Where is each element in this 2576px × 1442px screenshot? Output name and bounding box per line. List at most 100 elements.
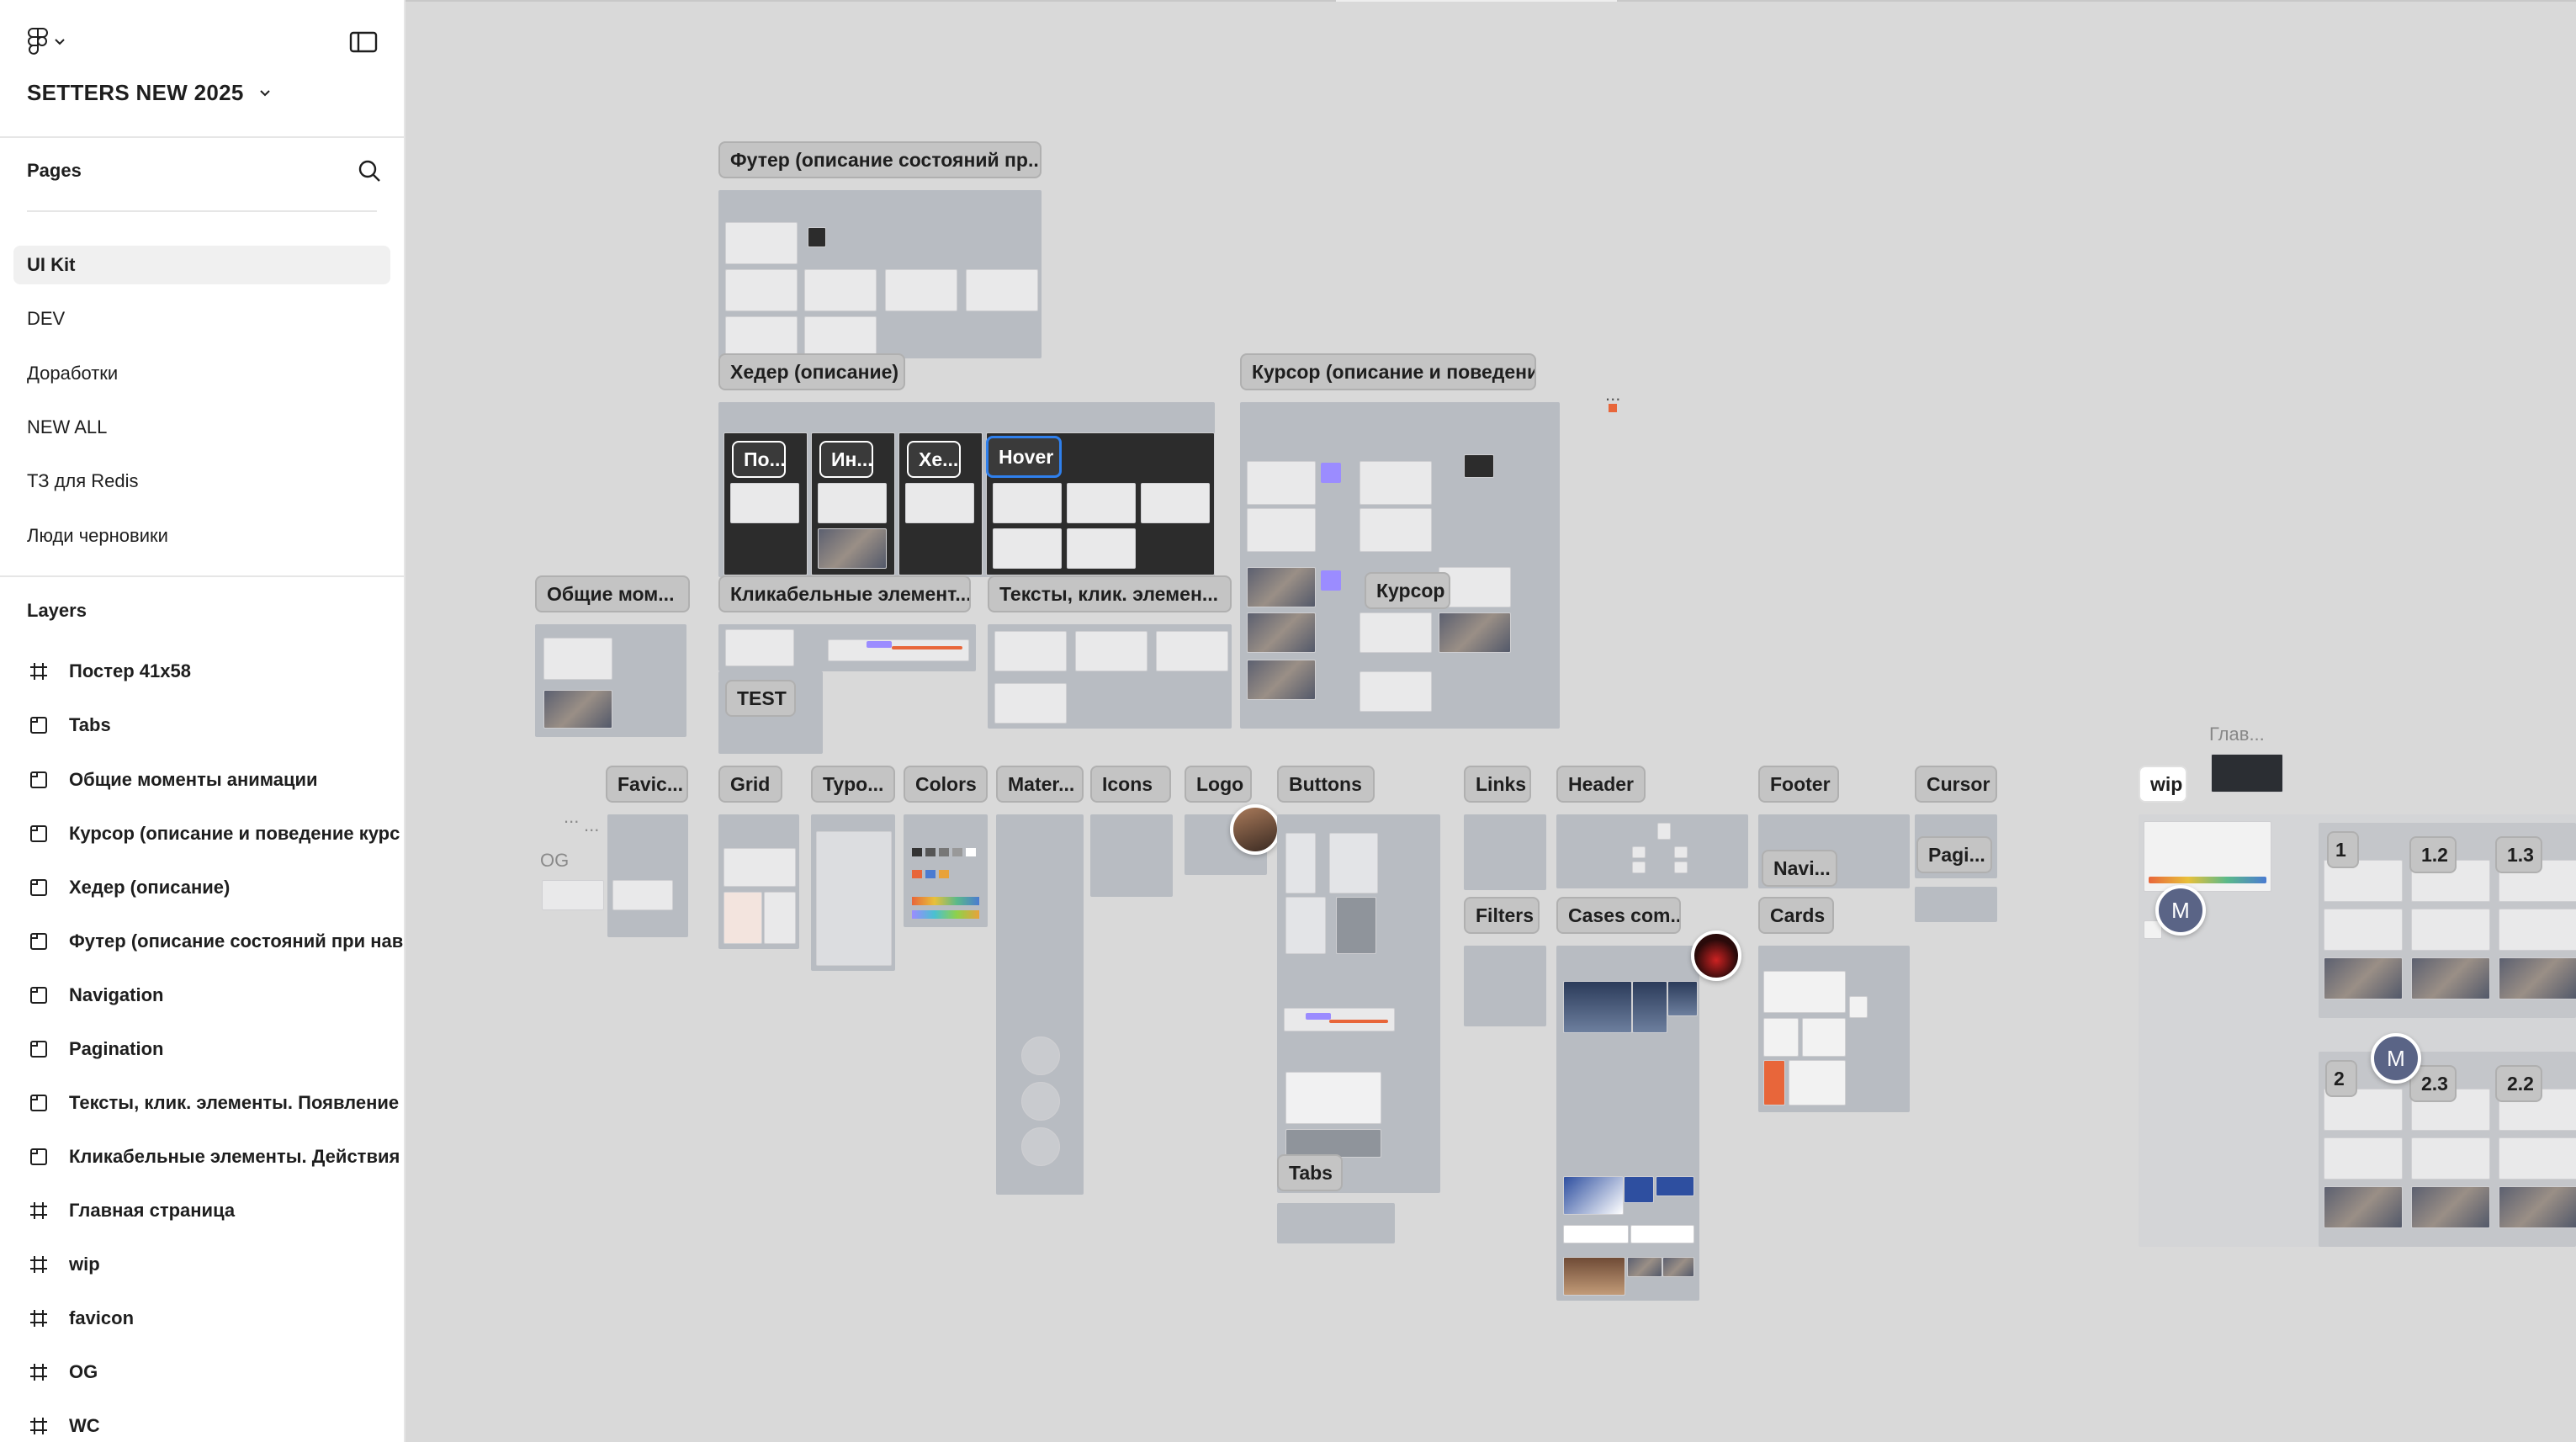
section-favicon[interactable] — [607, 814, 688, 937]
section-label-clickable[interactable]: Кликабельные элемент... — [718, 575, 971, 612]
section-pagination[interactable] — [1915, 887, 1997, 922]
ellipsis-label[interactable]: ... — [584, 814, 600, 835]
frame-label-main-page[interactable]: Глав... — [2209, 724, 2265, 745]
page-item-dorabotki[interactable]: Доработки — [13, 354, 390, 393]
frame-thumbnail[interactable] — [994, 631, 1067, 671]
frame-label-test[interactable]: TEST — [725, 680, 796, 717]
collaborator-avatar-m[interactable]: M — [2155, 885, 2206, 936]
frame-thumbnail[interactable] — [2411, 1137, 2490, 1180]
color-swatch[interactable] — [912, 910, 979, 919]
section-header-desc[interactable] — [718, 402, 1215, 577]
frame-thumbnail[interactable] — [994, 683, 1067, 724]
section-label-links[interactable]: Links — [1464, 766, 1531, 803]
frame-thumbnail[interactable] — [1563, 1225, 1629, 1243]
frame-thumbnail[interactable] — [905, 483, 974, 523]
frame-thumbnail[interactable] — [1563, 1257, 1625, 1296]
frame-thumbnail[interactable] — [1021, 1127, 1060, 1166]
page-item-tz-redis[interactable]: ТЗ для Redis — [13, 462, 390, 501]
frame-thumbnail[interactable] — [1627, 1257, 1662, 1277]
frame-thumbnail[interactable] — [2211, 754, 2283, 793]
frame-thumbnail[interactable] — [2499, 1137, 2576, 1180]
frame-thumbnail[interactable] — [828, 639, 969, 661]
section-icons[interactable] — [1090, 814, 1173, 897]
frame-thumbnail[interactable] — [1360, 461, 1432, 505]
file-name-menu[interactable]: SETTERS NEW 2025 — [27, 80, 271, 106]
frame-thumbnail[interactable] — [993, 528, 1062, 569]
layer-item[interactable]: Постер 41х58 — [27, 655, 404, 688]
frame-thumbnail[interactable] — [543, 690, 612, 729]
layer-item[interactable]: Navigation — [27, 978, 404, 1012]
section-label-filters[interactable]: Filters — [1464, 897, 1540, 934]
section-label-tabs[interactable]: Tabs — [1277, 1154, 1343, 1191]
section-label-header[interactable]: Header — [1556, 766, 1646, 803]
frame-thumbnail[interactable] — [1563, 981, 1632, 1033]
frame-thumbnail[interactable] — [1789, 1060, 1846, 1105]
frame-thumbnail[interactable] — [1667, 981, 1698, 1016]
toggle-sidebar-button[interactable] — [348, 27, 379, 57]
section-label-cases[interactable]: Cases com... — [1556, 897, 1681, 934]
frame-thumbnail[interactable] — [725, 269, 798, 311]
og-frame[interactable] — [542, 880, 604, 910]
section-label-colors[interactable]: Colors — [904, 766, 988, 803]
frame-thumbnail[interactable] — [1763, 1060, 1785, 1105]
frame-thumbnail[interactable] — [1802, 1018, 1846, 1057]
page-item-ui-kit[interactable]: UI Kit — [13, 246, 390, 284]
frame-thumbnail[interactable] — [730, 483, 799, 523]
frame-thumbnail[interactable] — [1247, 567, 1316, 607]
section-general[interactable] — [535, 624, 686, 737]
layer-item[interactable]: Кликабельные элементы. Действия — [27, 1140, 404, 1174]
page-item-new-all[interactable]: NEW ALL — [13, 408, 390, 447]
collaborator-avatar-photo[interactable] — [1230, 804, 1280, 855]
frame-label-og[interactable]: OG — [540, 850, 570, 871]
section-cursor-desc[interactable] — [1240, 402, 1560, 729]
frame-thumbnail[interactable] — [1067, 528, 1136, 569]
frame-thumbnail[interactable] — [818, 528, 887, 569]
frame-thumbnail[interactable] — [1632, 981, 1667, 1033]
frame-thumbnail[interactable] — [2411, 957, 2490, 999]
section-label-cursor[interactable]: Cursor — [1915, 766, 1997, 803]
frame-thumbnail[interactable] — [1067, 483, 1136, 523]
layer-item[interactable]: Хедер (описание) — [27, 871, 404, 904]
frame-label-2[interactable]: 2 — [2325, 1060, 2357, 1097]
scroll-indicator[interactable] — [1336, 0, 1617, 2]
frame-thumbnail[interactable] — [993, 483, 1062, 523]
frame-thumbnail[interactable] — [1632, 861, 1646, 873]
section-colors[interactable] — [904, 814, 988, 927]
layer-item[interactable]: Pagination — [27, 1032, 404, 1066]
ellipsis-label[interactable]: ... — [564, 806, 580, 827]
frame-label-2-3[interactable]: 2.3 — [2409, 1065, 2457, 1102]
section-buttons[interactable] — [1277, 814, 1440, 1193]
section-filters[interactable] — [1464, 946, 1546, 1026]
frame-thumbnail[interactable] — [1285, 897, 1326, 954]
frame-thumbnail[interactable] — [1156, 631, 1228, 671]
frame-label-1-3[interactable]: 1.3 — [2495, 836, 2542, 873]
section-label-header-desc[interactable]: Хедер (описание) — [718, 353, 905, 390]
frame-thumbnail[interactable] — [1247, 461, 1316, 505]
frame-thumbnail[interactable] — [1464, 454, 1494, 478]
layer-item[interactable]: Курсор (описание и поведение курс — [27, 817, 404, 851]
frame-label-navigation[interactable]: Navi... — [1762, 850, 1837, 887]
section-footer-states[interactable] — [718, 190, 1042, 358]
frame-label-hover-selected[interactable]: Hover — [986, 436, 1062, 478]
frame-thumbnail[interactable] — [1021, 1036, 1060, 1075]
design-canvas[interactable]: Футер (описание состояний пр... Хедер (о… — [405, 0, 2576, 1442]
search-pages-button[interactable] — [357, 158, 382, 183]
section-clickable[interactable] — [718, 624, 976, 671]
frame-thumbnail[interactable] — [2324, 957, 2403, 999]
frame-thumbnail[interactable] — [1336, 897, 1376, 954]
frame-thumbnail[interactable] — [885, 269, 957, 311]
frame-thumbnail[interactable] — [2411, 1186, 2490, 1228]
color-swatch[interactable] — [925, 848, 936, 856]
section-texts[interactable] — [988, 624, 1232, 729]
frame-thumbnail[interactable] — [1656, 1176, 1694, 1196]
color-swatch[interactable] — [939, 870, 949, 878]
frame-thumbnail[interactable] — [2499, 1186, 2576, 1228]
frame-label-he[interactable]: Хе... — [907, 441, 961, 478]
frame-label-pagination[interactable]: Pagi... — [1916, 836, 1992, 873]
ellipsis-label[interactable]: ... — [1605, 384, 1621, 405]
page-item-dev[interactable]: DEV — [13, 300, 390, 338]
frame-thumbnail[interactable] — [1247, 612, 1316, 653]
frame-thumbnail[interactable] — [1329, 833, 1378, 893]
section-label-favicon[interactable]: Favic... — [606, 766, 688, 803]
frame-thumbnail[interactable] — [1075, 631, 1148, 671]
